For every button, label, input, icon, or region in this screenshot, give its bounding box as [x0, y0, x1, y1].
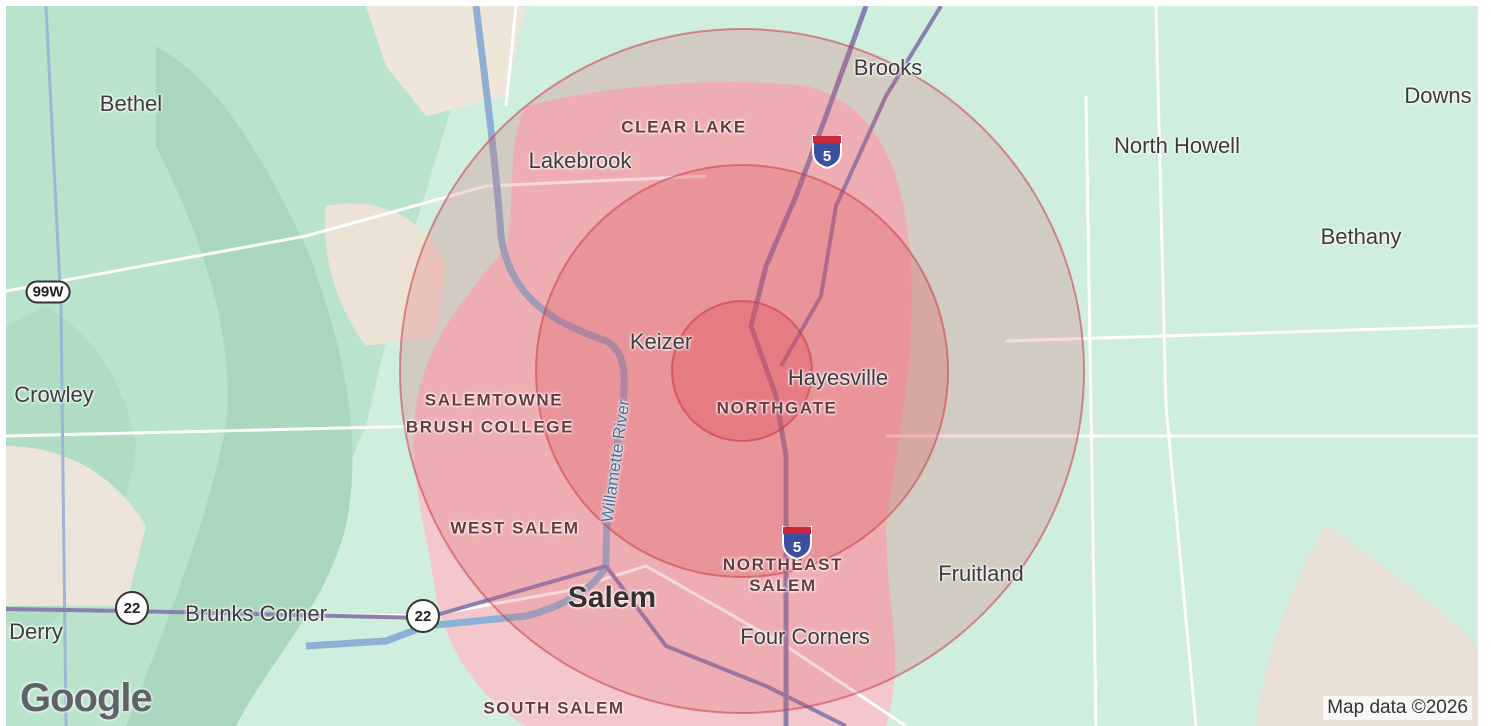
district-label-northgate: NORTHGATE [716, 398, 838, 418]
district-label-brush-college: BRUSH COLLEGE [405, 417, 575, 437]
us-99w-shield[interactable]: 99W [25, 280, 71, 304]
or-22-shield-west[interactable]: 22 [115, 591, 149, 625]
interstate-shield-icon: 5 [782, 525, 812, 561]
or-22-shield-east[interactable]: 22 [406, 599, 440, 633]
district-label-clear-lake: CLEAR LAKE [621, 117, 747, 137]
town-label-keizer[interactable]: Keizer [629, 329, 693, 354]
town-label-crowley[interactable]: Crowley [14, 382, 94, 407]
highway-22 [6, 564, 607, 621]
willamette-river [305, 6, 628, 650]
map-base [6, 6, 1478, 726]
map-canvas[interactable]: Bethel Crowley Derry Brunks Corner Brook… [6, 6, 1478, 726]
radius-ring-outer [399, 28, 1085, 714]
interstate-5 [748, 6, 869, 726]
town-label-brooks[interactable]: Brooks [853, 55, 923, 80]
town-label-derry[interactable]: Derry [9, 619, 63, 644]
town-label-hayesville[interactable]: Hayesville [787, 365, 889, 390]
district-label-northeast-salem: NORTHEAST SALEM [722, 555, 844, 595]
district-label-west-salem: WEST SALEM [450, 518, 580, 538]
terrain-hills [6, 6, 1478, 726]
city-label-salem[interactable]: Salem [567, 581, 657, 614]
interstate-5-number: 5 [823, 148, 831, 165]
radius-rings [399, 28, 1085, 714]
town-label-lakebrook[interactable]: Lakebrook [528, 148, 632, 173]
town-label-fruitland[interactable]: Fruitland [938, 561, 1024, 586]
radius-ring-middle [535, 164, 949, 578]
radius-ring-inner [671, 300, 813, 442]
town-label-brunks-corner[interactable]: Brunks Corner [185, 601, 327, 626]
town-label-bethel[interactable]: Bethel [99, 91, 163, 116]
town-label-north-howell[interactable]: North Howell [1114, 133, 1240, 158]
town-label-bethany[interactable]: Bethany [1320, 224, 1402, 249]
interstate-5-number: 5 [793, 539, 801, 556]
google-logo: Google [20, 676, 153, 720]
town-label-downs[interactable]: Downs [1404, 83, 1472, 108]
highway-99e [779, 6, 943, 367]
interstate-shield-icon: 5 [812, 134, 842, 170]
map-attribution[interactable]: Map data ©2026 [1323, 696, 1472, 720]
district-label-salemtowne: SALEMTOWNE [424, 390, 564, 410]
town-label-four-corners[interactable]: Four Corners [740, 624, 870, 649]
district-label-south-salem: SOUTH SALEM [483, 698, 625, 718]
